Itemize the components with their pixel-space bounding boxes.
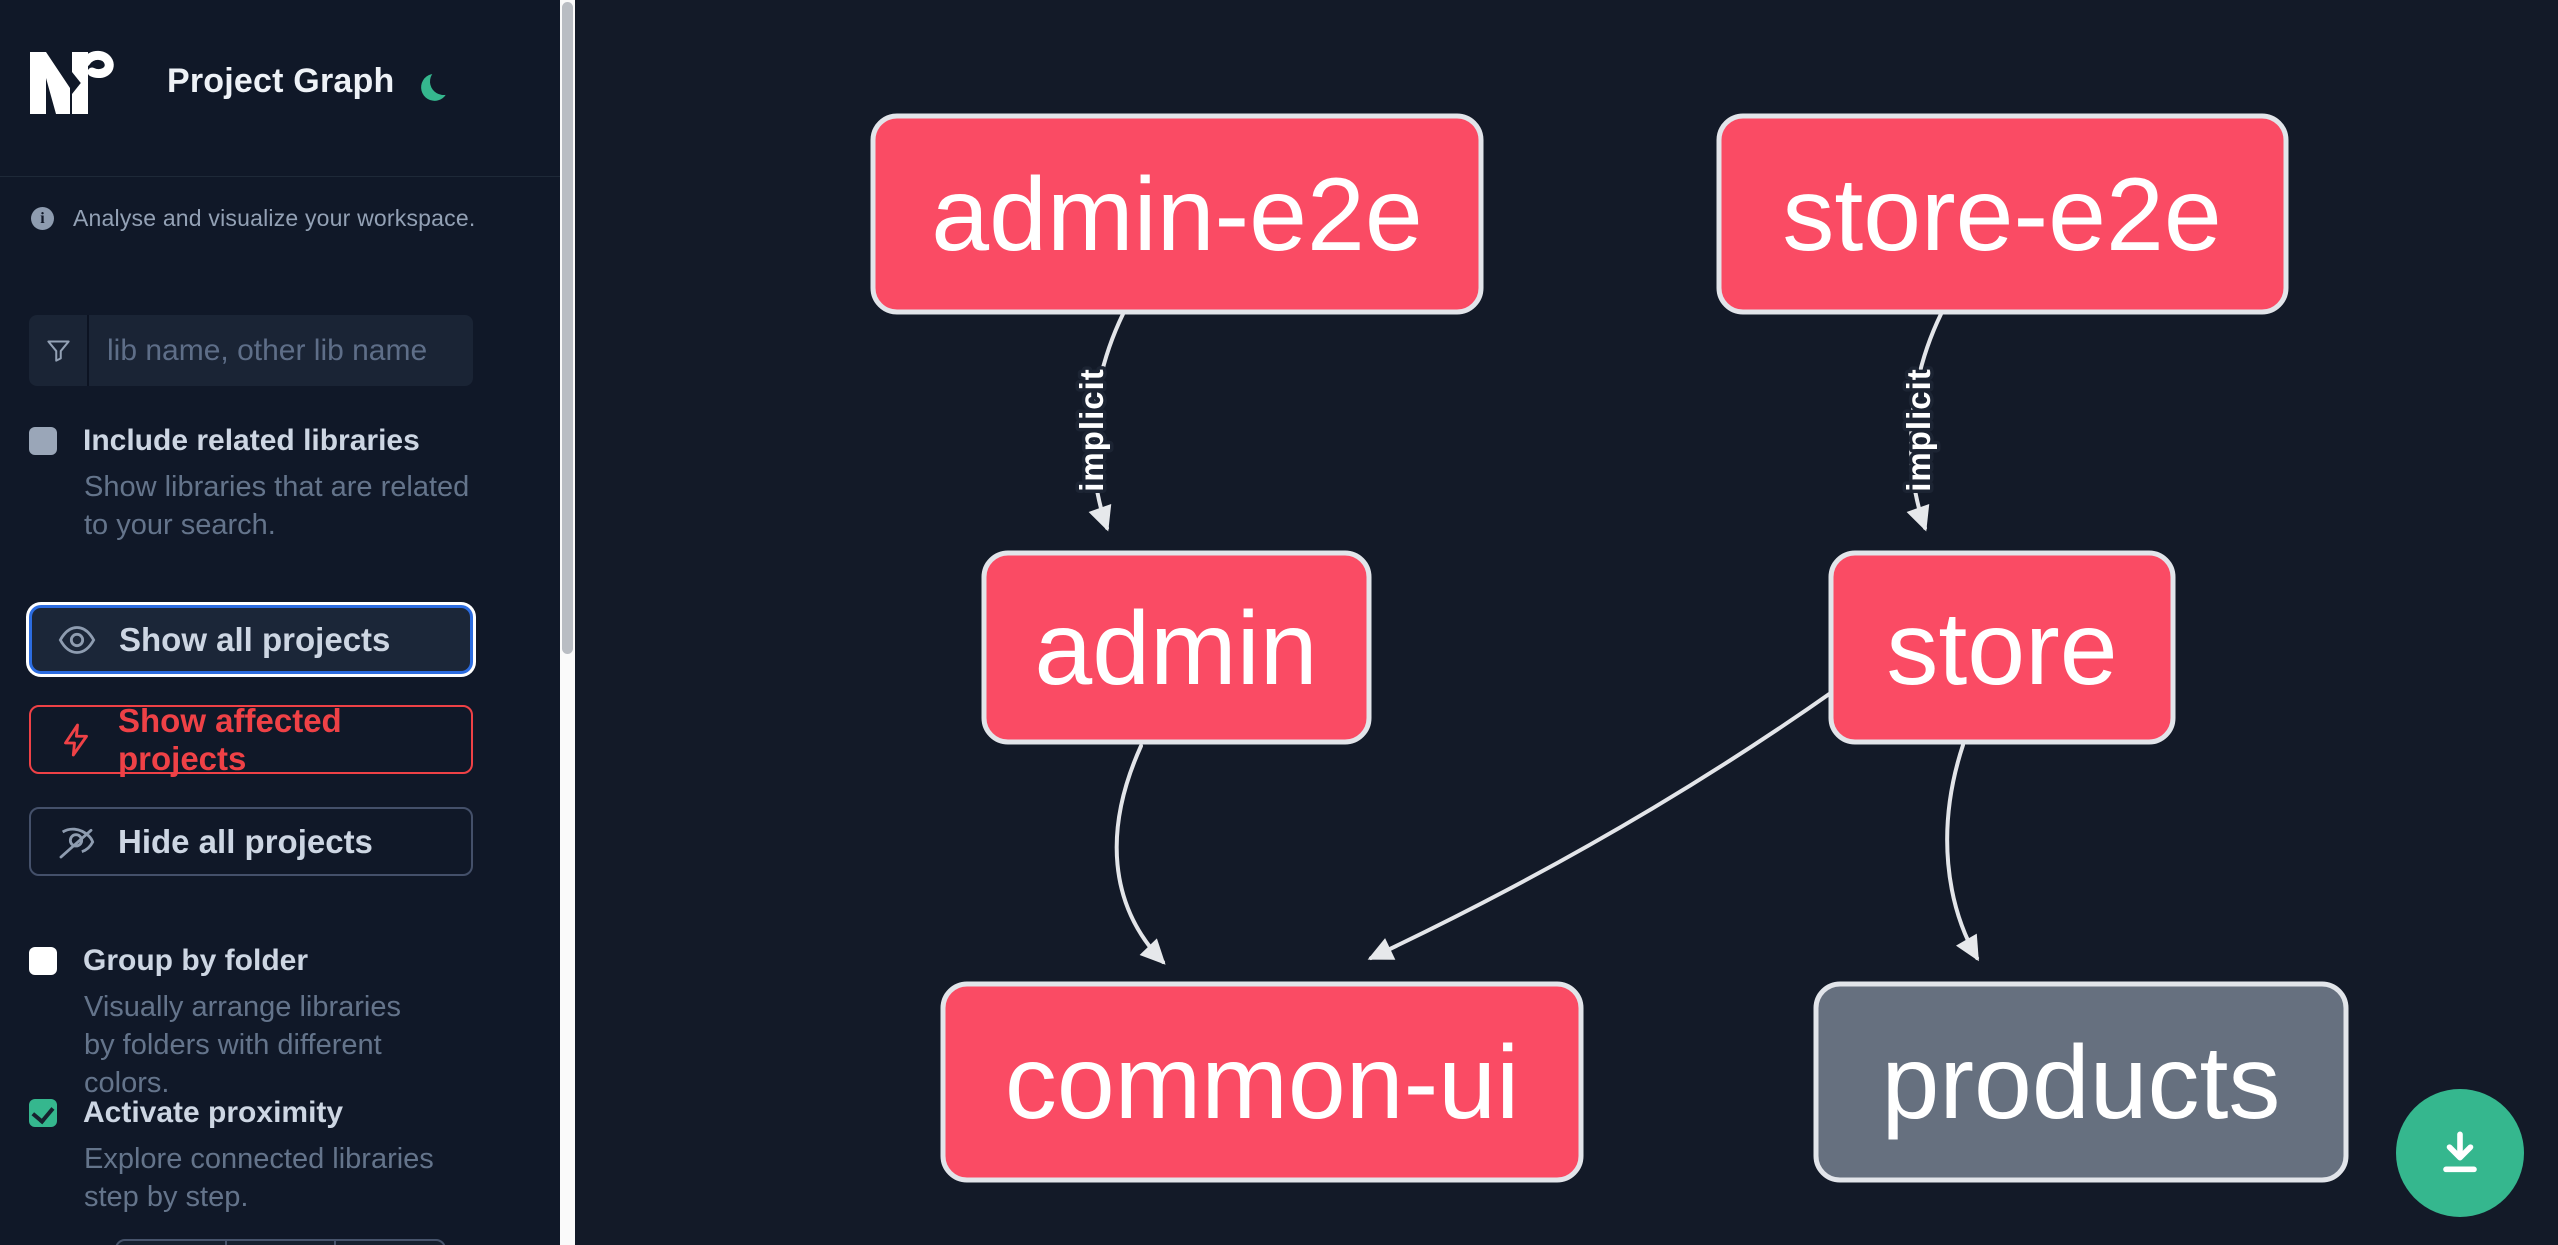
option-label: Include related libraries (83, 424, 420, 457)
eye-off-icon (56, 822, 96, 862)
option-description: Visually arrange libraries by folders wi… (84, 991, 402, 1099)
nx-logo-icon (30, 50, 114, 114)
bolt-icon (56, 720, 96, 760)
option-label: Group by folder (83, 944, 308, 977)
hide-all-projects-button[interactable]: Hide all projects (29, 807, 473, 876)
svg-text:products: products (1882, 1025, 2281, 1141)
svg-text:store: store (1886, 591, 2117, 707)
sidebar-scrollbar-thumb[interactable] (562, 2, 573, 654)
checkbox-group-by-folder[interactable] (29, 947, 57, 975)
show-affected-projects-button[interactable]: Show affected projects (29, 702, 473, 777)
project-graph-svg: implicit implicit admin-e2e store-e2e ad… (870, 113, 2349, 1183)
svg-text:admin-e2e: admin-e2e (931, 157, 1422, 273)
node-store[interactable]: store (1828, 550, 2176, 745)
download-image-button[interactable] (2396, 1089, 2524, 1217)
theme-toggle-moon-icon[interactable] (424, 66, 460, 102)
option-group-by-folder: Group by folder Visually arrange librari… (29, 944, 499, 1102)
stepper-segment[interactable] (117, 1241, 227, 1245)
funnel-icon (29, 315, 89, 386)
moon-icon (428, 66, 458, 96)
stepper-segment[interactable] (336, 1241, 444, 1245)
tagline-text: Analyse and visualize your workspace. (73, 205, 476, 231)
node-admin[interactable]: admin (981, 550, 1372, 745)
edge-admin-e2e-admin (1088, 312, 1125, 532)
sidebar: Project Graph Analyse and visualize your… (0, 0, 560, 1245)
option-description: Explore connected libraries step by step… (84, 1143, 434, 1213)
filter-searchbox (29, 315, 473, 386)
edge-store-common-ui (1367, 688, 1837, 960)
node-store-e2e[interactable]: store-e2e (1716, 113, 2289, 315)
option-include-related: Include related libraries Show libraries… (29, 424, 499, 544)
sidebar-scrollbar-track[interactable] (560, 0, 575, 1245)
download-icon (2443, 1131, 2477, 1173)
filter-input[interactable] (89, 315, 473, 386)
edge-store-products (1945, 743, 1979, 962)
option-activate-proximity: Activate proximity Explore connected lib… (29, 1096, 499, 1216)
proximity-stepper-control[interactable] (115, 1239, 446, 1245)
stepper-segment[interactable] (227, 1241, 337, 1245)
option-label: Activate proximity (83, 1096, 344, 1129)
node-common-ui[interactable]: common-ui (940, 981, 1584, 1183)
option-description: Show libraries that are related to your … (84, 471, 470, 541)
tagline-row: Analyse and visualize your workspace. (31, 205, 531, 232)
page-title: Project Graph (167, 62, 395, 100)
edge-store-e2e-store (1906, 312, 1943, 532)
info-icon (31, 207, 54, 230)
edge-label-implicit: implicit (1900, 368, 1937, 492)
sidebar-header: Project Graph (0, 0, 560, 177)
button-label: Hide all projects (118, 822, 373, 860)
show-all-projects-button[interactable]: Show all projects (29, 605, 473, 674)
edge-group: implicit implicit (1070, 312, 1979, 965)
eye-icon (57, 620, 97, 660)
svg-text:common-ui: common-ui (1005, 1025, 1519, 1141)
edge-admin-common-ui (1114, 744, 1166, 965)
checkbox-activate-proximity[interactable] (29, 1099, 57, 1127)
button-label: Show affected projects (118, 701, 342, 777)
node-products[interactable]: products (1813, 981, 2349, 1183)
node-admin-e2e[interactable]: admin-e2e (870, 113, 1484, 315)
graph-canvas[interactable]: implicit implicit admin-e2e store-e2e ad… (575, 0, 2558, 1245)
svg-text:admin: admin (1034, 591, 1317, 707)
checkbox-include-related[interactable] (29, 427, 57, 455)
edge-label-implicit: implicit (1073, 368, 1110, 492)
button-label: Show all projects (119, 620, 391, 658)
svg-text:store-e2e: store-e2e (1782, 157, 2221, 273)
